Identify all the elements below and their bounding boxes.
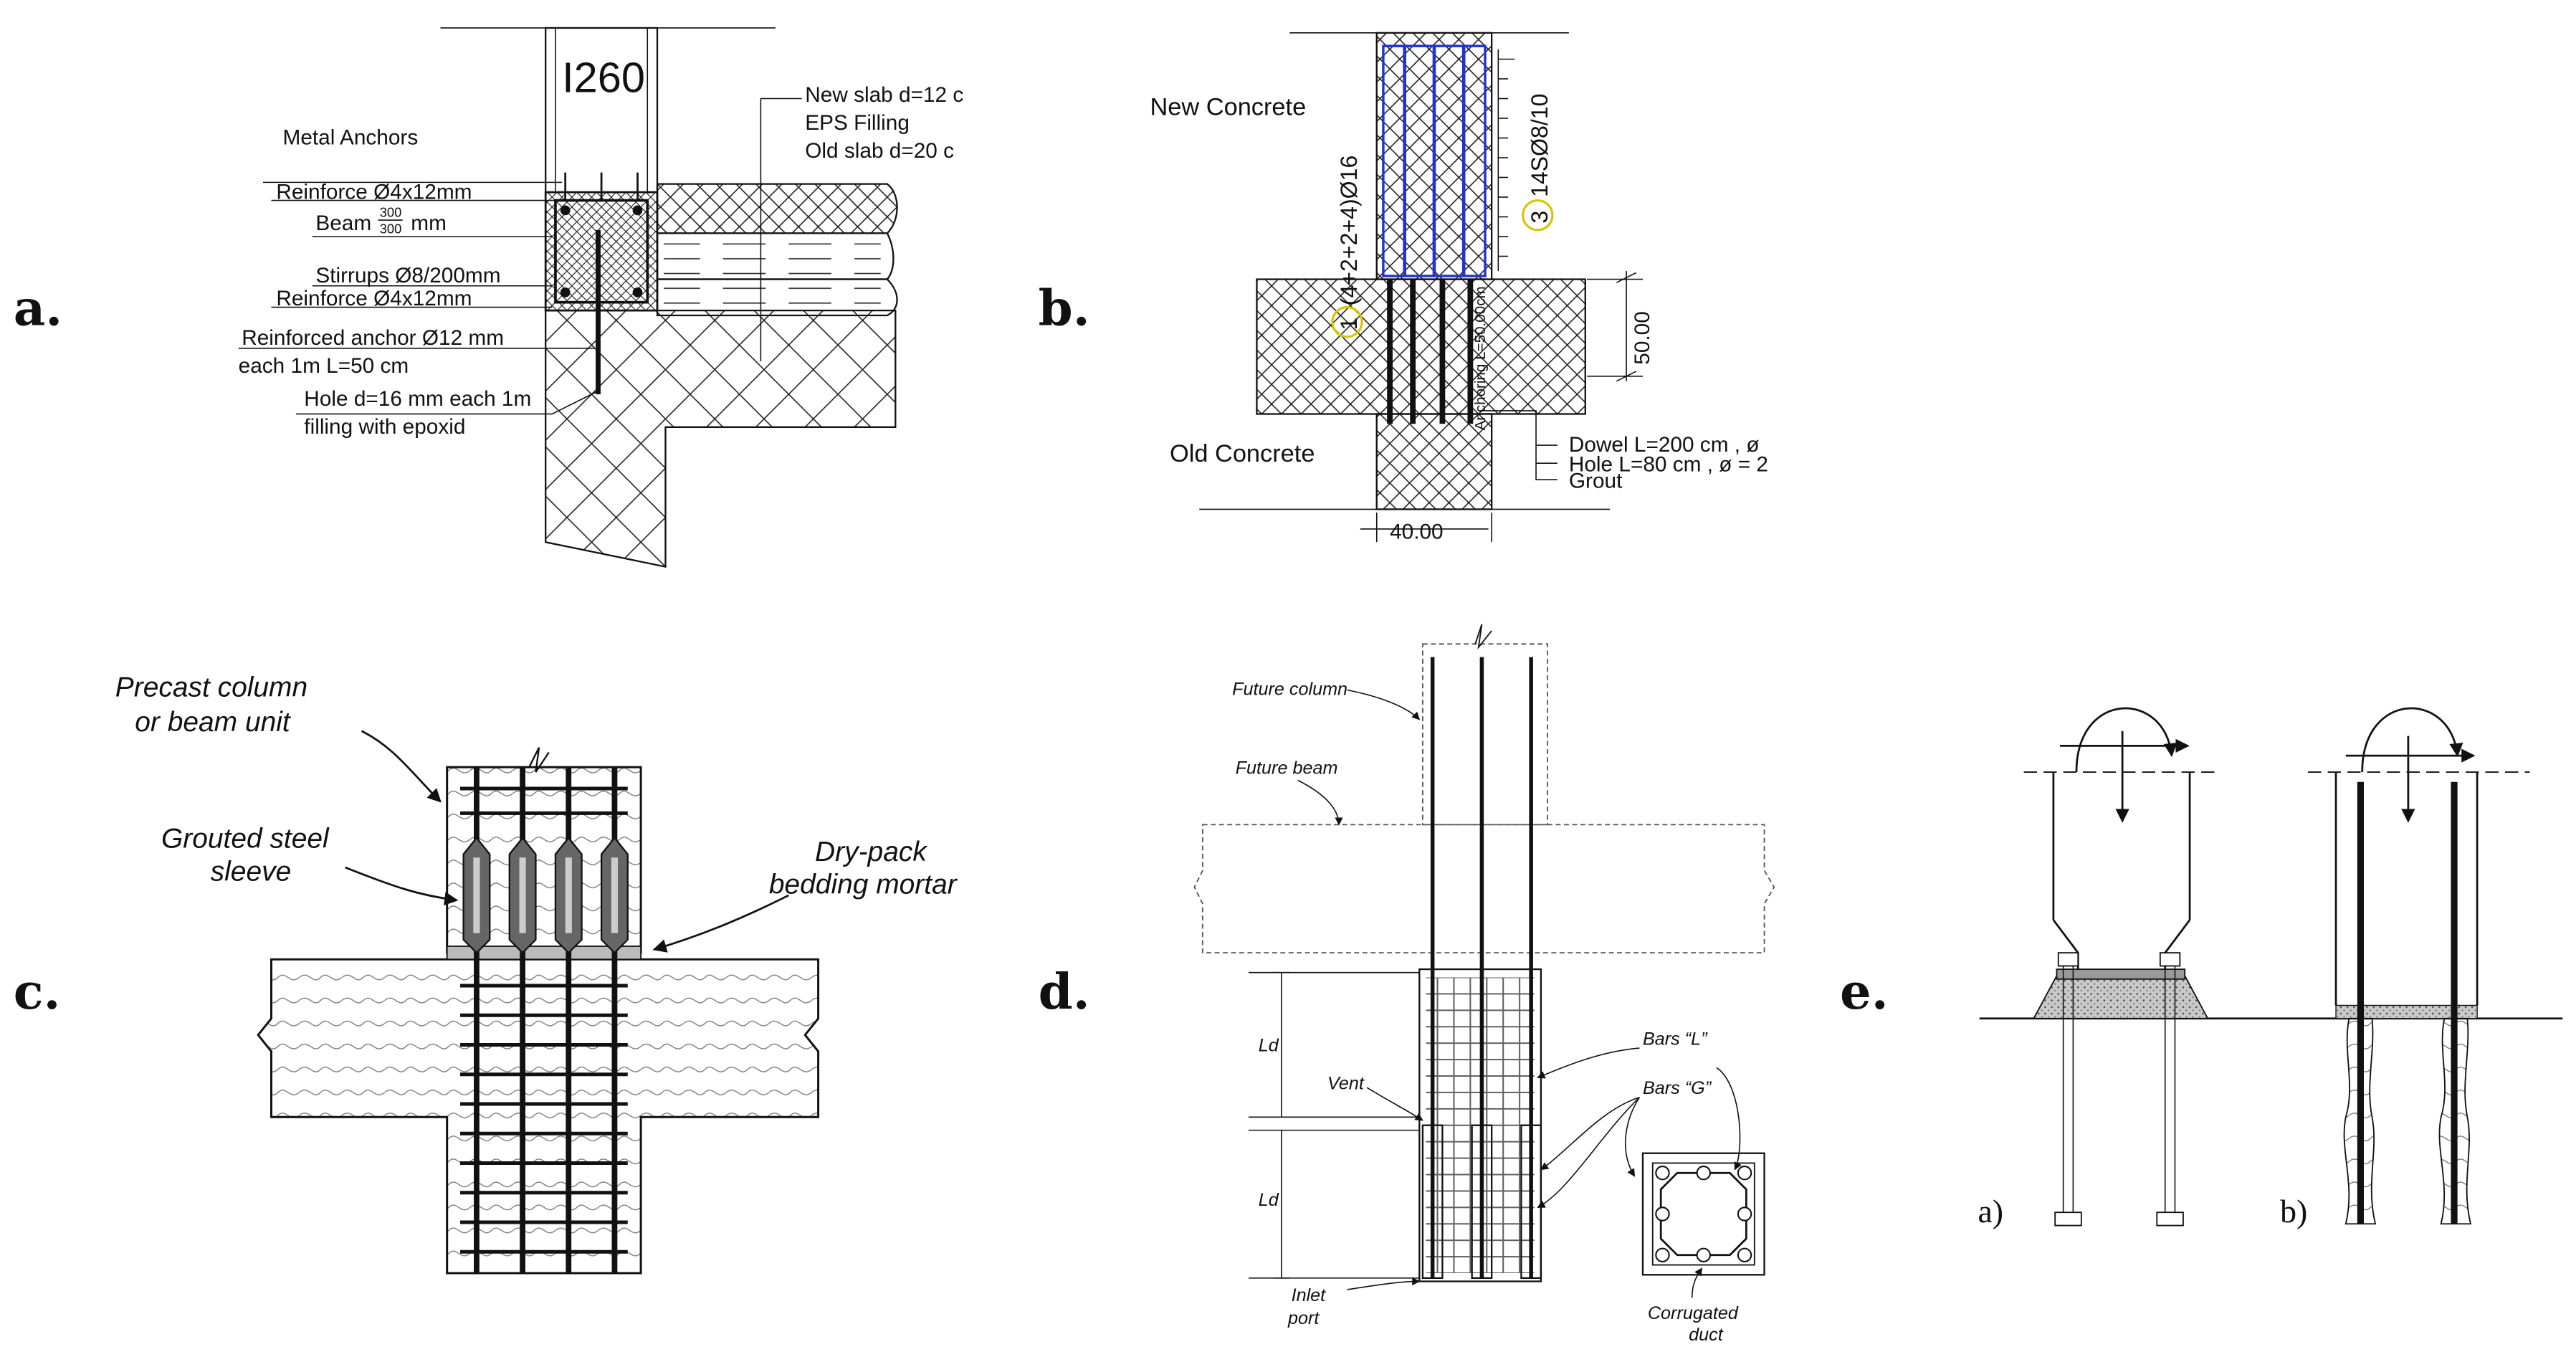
hole-line-1: Hole d=16 mm each 1m xyxy=(304,387,531,411)
panel-d: d. Ld Ld xyxy=(1039,624,1775,1345)
dowel-bars xyxy=(1387,279,1474,424)
svg-text:3: 3 xyxy=(1527,211,1552,224)
new-slab xyxy=(656,183,898,234)
svg-text:40.00: 40.00 xyxy=(1390,520,1444,544)
dowel-label: Dowel L=200 cm , ø xyxy=(1569,433,1760,457)
vent-label: Vent xyxy=(1327,1073,1365,1093)
sub-label-a: a) xyxy=(1978,1193,2003,1229)
sleeve-label-2: sleeve xyxy=(211,856,292,887)
metal-anchors-label: Metal Anchors xyxy=(283,126,419,150)
panel-c: c. xyxy=(14,672,958,1275)
stirrup-ticks xyxy=(1497,49,1515,272)
reinforce-top-label: Reinforce Ø4x12mm xyxy=(276,180,472,204)
inlet-label-2: port xyxy=(1287,1308,1320,1328)
svg-text:300: 300 xyxy=(380,221,402,236)
grout-label: Grout xyxy=(1569,470,1623,493)
svg-text:mm: mm xyxy=(411,211,447,235)
anchor-line-1: Reinforced anchor Ø12 mm xyxy=(242,326,504,350)
future-beam xyxy=(1193,824,1775,954)
svg-text:Beam: Beam xyxy=(315,211,371,235)
old-concrete-label: Old Concrete xyxy=(1170,440,1315,467)
old-slab-label: Old slab d=20 c xyxy=(805,139,954,163)
column-bars-d xyxy=(1430,657,1533,1278)
bedding-mortar xyxy=(446,946,642,961)
dimension-horizontal: 40.00 xyxy=(1360,512,1492,544)
panel-c-letter: c. xyxy=(14,963,61,1021)
panel-e-letter: e. xyxy=(1840,963,1889,1021)
anchoring-label: Anchoring L=50.00cm xyxy=(1472,286,1489,430)
svg-text:14SØ8/10: 14SØ8/10 xyxy=(1527,94,1552,197)
svg-text:(4+2+2+4)Ø16: (4+2+2+4)Ø16 xyxy=(1336,156,1362,306)
duct-label-1: Corrugated xyxy=(1648,1303,1739,1323)
sleeve-label-1: Grouted steel xyxy=(161,823,330,854)
hole-label: Hole L=80 cm , ø = 2 xyxy=(1569,453,1768,477)
old-column xyxy=(1375,413,1493,510)
panel-b: b. xyxy=(1039,32,1768,544)
anchor-line-2: each 1m L=50 cm xyxy=(239,354,409,378)
beam-dimension-label: Beam 300 300 mm xyxy=(315,204,447,236)
existing-column xyxy=(545,309,897,568)
inlet-label-1: Inlet xyxy=(1292,1285,1327,1305)
future-column-label: Future column xyxy=(1232,679,1347,699)
existing-slab xyxy=(1256,278,1586,415)
bar-callout: 1 (4+2+2+4)Ø16 xyxy=(1331,156,1363,338)
panel-a-letter: a. xyxy=(14,280,62,338)
svg-text:1: 1 xyxy=(1336,318,1362,330)
svg-text:Ld: Ld xyxy=(1259,1190,1279,1210)
duct-label-2: duct xyxy=(1689,1325,1724,1345)
grouted-bar-connection xyxy=(2334,772,2479,1225)
reinforce-bottom-label: Reinforce Ø4x12mm xyxy=(276,287,472,310)
mortar-label-1: Dry-pack xyxy=(815,837,928,867)
duct-section xyxy=(1641,1152,1765,1276)
panel-d-letter: d. xyxy=(1039,963,1090,1021)
ties xyxy=(460,786,628,1254)
svg-text:300: 300 xyxy=(380,204,402,219)
steel-column-i260: I260 xyxy=(545,27,659,194)
svg-text:Ld: Ld xyxy=(1259,1036,1279,1056)
new-slab-label: New slab d=12 c xyxy=(805,83,963,107)
panel-a: a. I260 xyxy=(14,27,963,568)
future-beam-label: Future beam xyxy=(1236,758,1338,778)
precast-label-2: or beam unit xyxy=(135,707,292,738)
precast-label-1: Precast column xyxy=(115,672,307,703)
new-concrete-label: New Concrete xyxy=(1150,93,1307,120)
stirrup-callout: 3 14SØ8/10 xyxy=(1522,94,1554,232)
panel-b-letter: b. xyxy=(1039,280,1090,338)
stirrups-label: Stirrups Ø8/200mm xyxy=(315,264,500,287)
bars-l-label: Bars “L” xyxy=(1643,1029,1708,1049)
ld-dimensions: Ld Ld xyxy=(1249,971,1420,1279)
base-plate-connection xyxy=(2032,772,2209,1227)
svg-text:50.00: 50.00 xyxy=(1631,311,1654,365)
panel-a-leaders xyxy=(238,97,802,415)
profile-label: I260 xyxy=(562,53,645,101)
mortar-label-2: bedding mortar xyxy=(769,870,958,900)
hole-line-2: filling with epoxid xyxy=(304,415,465,439)
existing-member xyxy=(257,958,820,1275)
dimension-vertical: 50.00 xyxy=(1587,271,1654,382)
beam-section xyxy=(544,172,659,312)
bars-g-label: Bars “G” xyxy=(1643,1078,1712,1098)
new-column xyxy=(1375,32,1493,280)
panel-e: e. xyxy=(1840,707,2563,1229)
sub-label-b: b) xyxy=(2280,1193,2307,1229)
eps-filling-label: EPS Filling xyxy=(805,111,910,135)
